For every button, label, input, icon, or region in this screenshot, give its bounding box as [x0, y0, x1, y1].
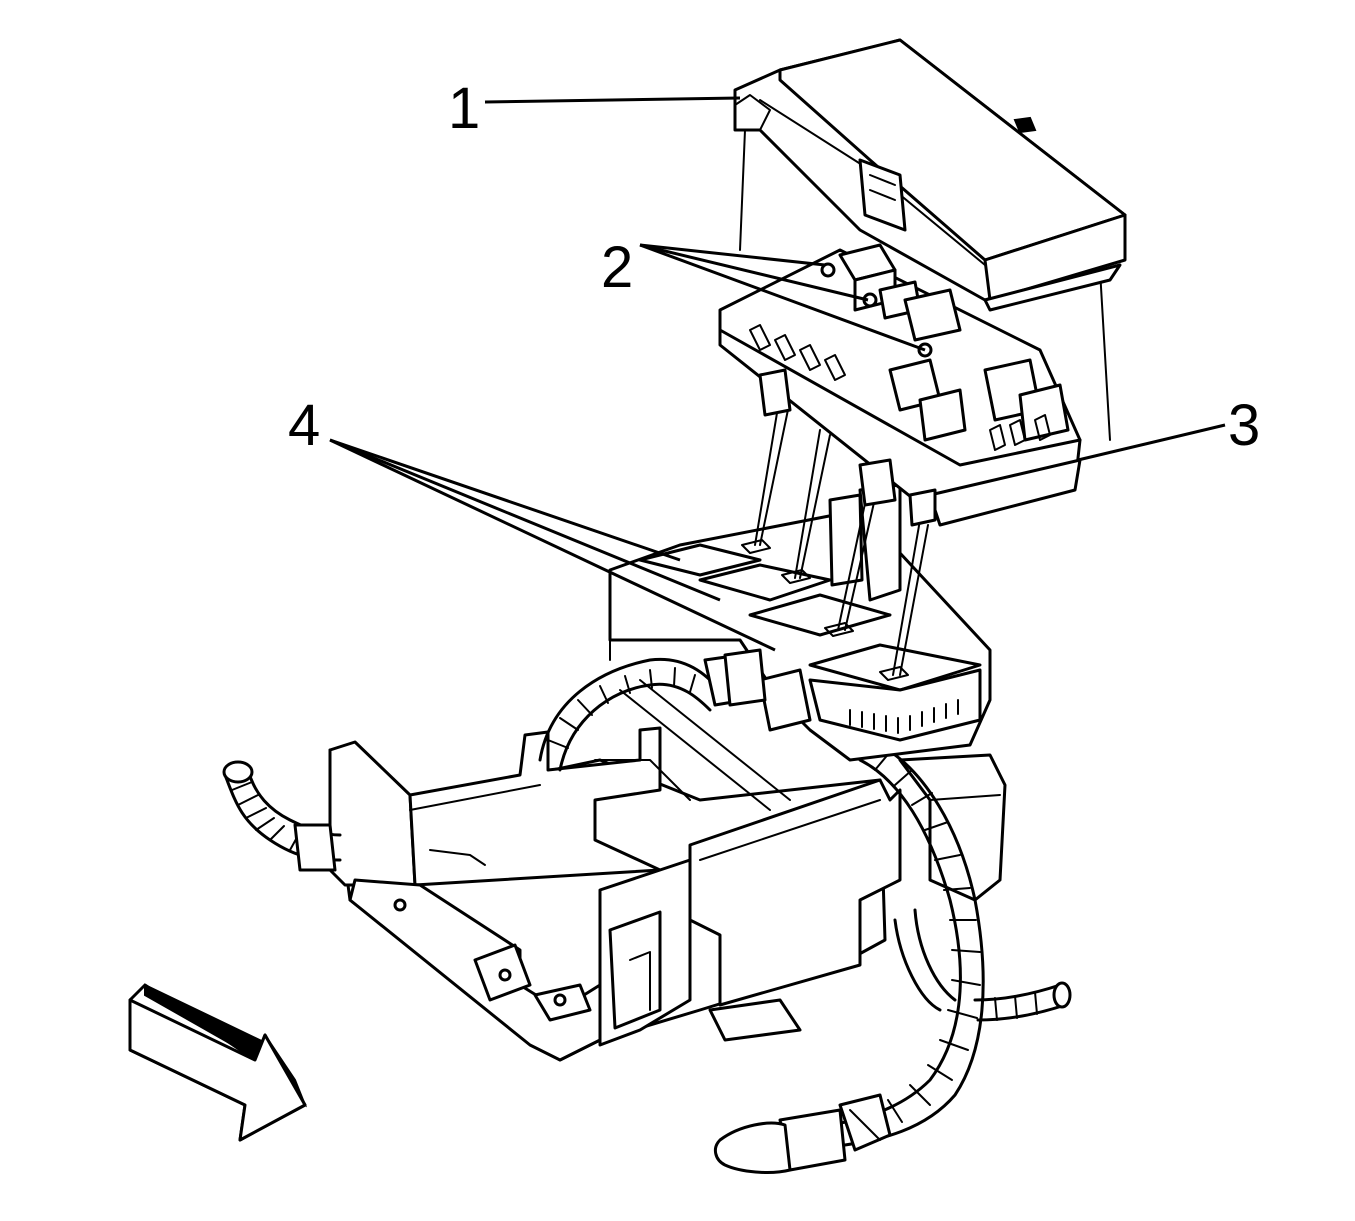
leader-4b	[329, 438, 721, 602]
mounting-tray	[328, 679, 1007, 1062]
callout-3: 3	[1228, 393, 1260, 458]
callout-4: 4	[288, 393, 320, 458]
callout-leaders	[329, 96, 1226, 652]
lower-housing	[608, 483, 992, 762]
forward-arrow-icon	[128, 983, 308, 1142]
explode-guide-lines	[739, 129, 1111, 676]
leader-4a	[329, 438, 681, 562]
callout-2: 2	[601, 235, 633, 300]
wire-harness	[222, 653, 1072, 1174]
callout-1: 1	[448, 76, 480, 141]
leader-2a	[639, 243, 826, 267]
fuse-block-cover	[733, 38, 1127, 312]
leader-4c	[329, 438, 776, 652]
leader-3	[1077, 423, 1226, 462]
leader-2b	[639, 243, 869, 302]
leader-1	[484, 96, 741, 104]
fuse-block	[718, 243, 1082, 527]
leader-2c	[639, 243, 926, 352]
